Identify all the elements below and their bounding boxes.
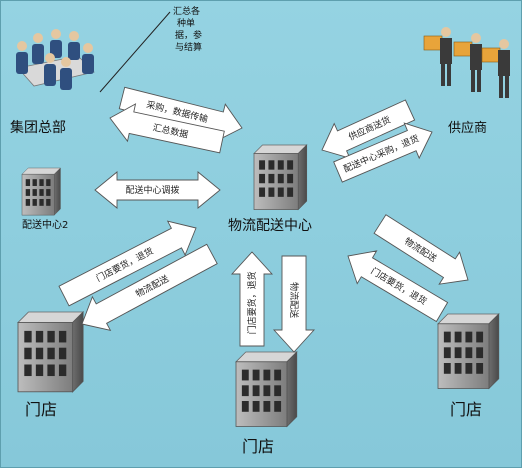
building-icon-store-right bbox=[437, 313, 500, 389]
arrow-label-storeB-to-center: 门店要货，退货 bbox=[246, 271, 258, 334]
arrow-supplier-to-center bbox=[321, 99, 416, 159]
svg-text:汇总各: 汇总各 bbox=[173, 5, 200, 17]
svg-text:与结算: 与结算 bbox=[175, 41, 202, 53]
supplier-label: 供应商 bbox=[448, 120, 487, 136]
arrow-center-to-supplier bbox=[333, 122, 433, 183]
arrow-center-to-hq bbox=[109, 103, 225, 154]
hq-label: 集团总部 bbox=[10, 119, 66, 136]
building-icon-center2 bbox=[21, 167, 61, 216]
building-icon-center bbox=[253, 144, 308, 211]
arrow-storeL-to-center bbox=[58, 220, 197, 307]
arrow-center-to-storeB bbox=[272, 255, 316, 353]
svg-text:种单: 种单 bbox=[177, 17, 195, 29]
svg-text:据，参: 据，参 bbox=[175, 29, 202, 41]
center2-label: 配送中心2 bbox=[22, 218, 68, 231]
center-label: 物流配送中心 bbox=[228, 218, 312, 234]
arrow-center-to-storeR bbox=[373, 214, 469, 285]
delivery-workers-icon bbox=[423, 27, 510, 98]
store-bottom-label: 门店 bbox=[242, 437, 274, 456]
arrow-storeB-to-center bbox=[230, 251, 274, 347]
store-left-label: 门店 bbox=[25, 400, 57, 419]
arrow-storeR-to-center bbox=[347, 250, 449, 323]
arrow-label-center-to-storeB: 物流配送 bbox=[288, 282, 300, 318]
meeting-people-icon bbox=[16, 29, 95, 90]
building-icon-store-bottom bbox=[235, 351, 298, 427]
arrow-label-center-center2: 配送中心调拨 bbox=[125, 184, 179, 196]
callout-text: 汇总各 种单 据，参 与结算 bbox=[173, 5, 202, 53]
arrow-center-to-storeL bbox=[81, 243, 218, 331]
building-icon-store-left bbox=[17, 311, 84, 393]
callout-line bbox=[99, 11, 171, 93]
arrow-center-center2 bbox=[94, 171, 221, 209]
store-right-label: 门店 bbox=[450, 400, 482, 419]
